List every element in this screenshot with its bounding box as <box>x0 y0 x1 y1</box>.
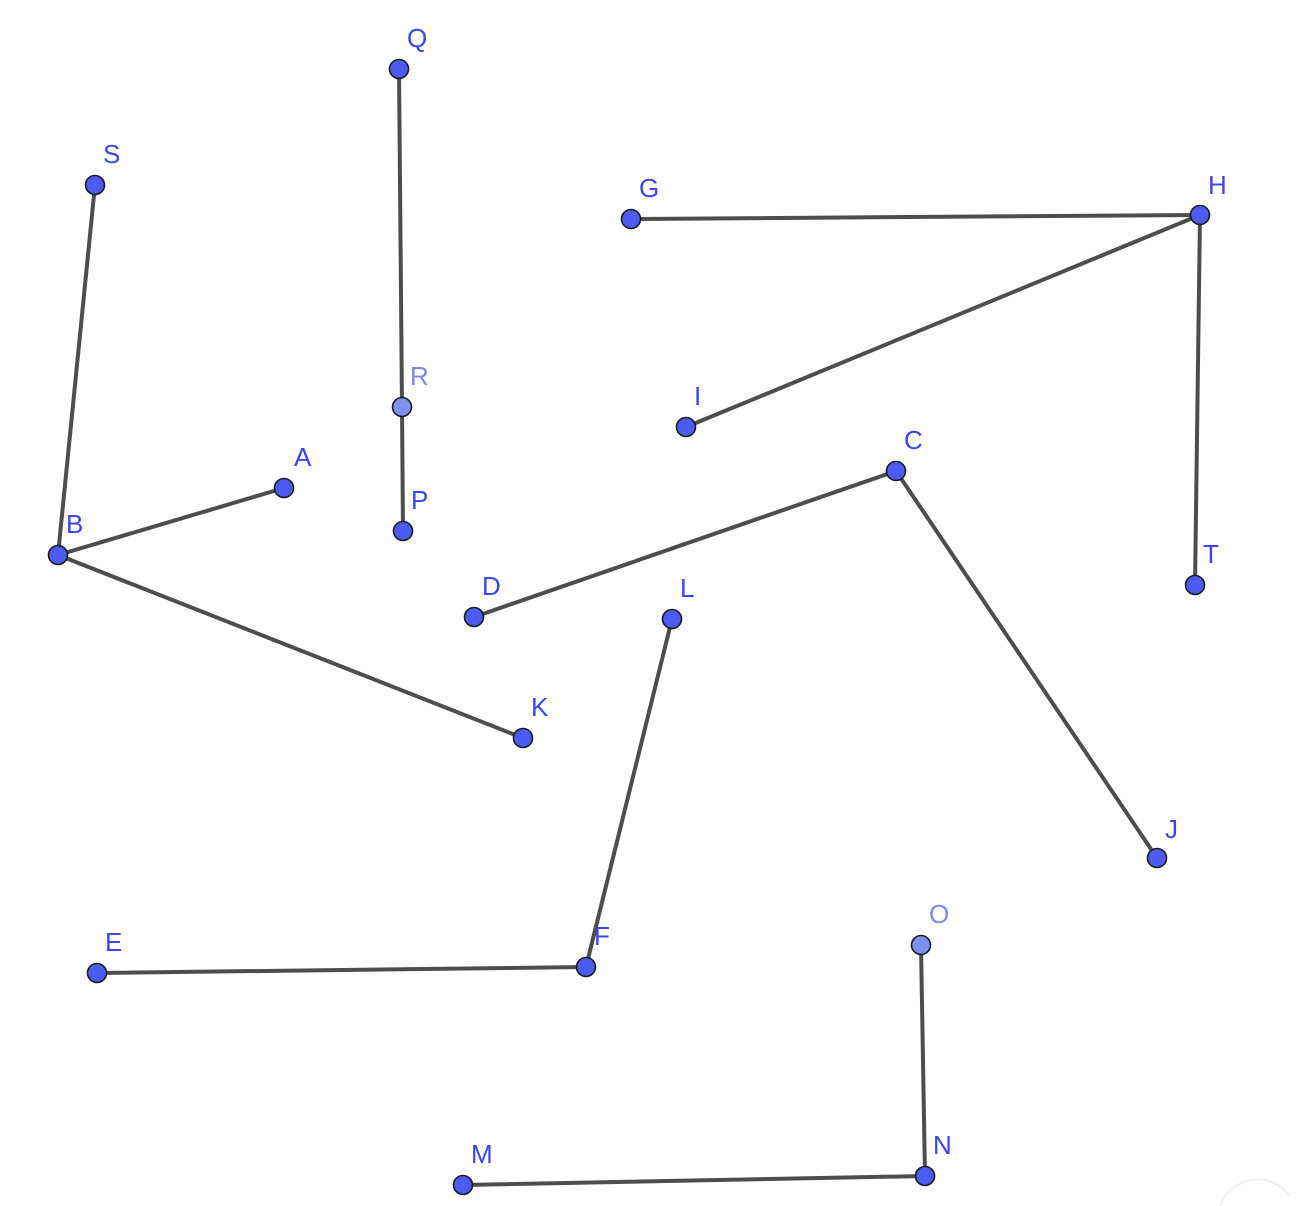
segment-cj[interactable] <box>894 469 1159 860</box>
segment-mn[interactable] <box>461 1174 927 1187</box>
segment-ba[interactable] <box>56 486 286 557</box>
segment-ht[interactable] <box>1193 213 1202 587</box>
point-h[interactable] <box>1189 204 1211 226</box>
point-t[interactable] <box>1184 574 1206 596</box>
point-label-i: I <box>694 381 701 411</box>
point-o[interactable] <box>910 934 932 956</box>
labels-layer: A B C D E F G H I J K L M N O P Q R S T <box>66 23 1227 1169</box>
segment-dc[interactable] <box>472 469 898 619</box>
point-label-r: R <box>410 361 429 391</box>
point-l[interactable] <box>661 608 683 630</box>
segment-gh[interactable] <box>629 213 1202 221</box>
corner-widget-edge <box>1219 1178 1291 1206</box>
point-s[interactable] <box>84 174 106 196</box>
point-n[interactable] <box>914 1165 936 1187</box>
point-e[interactable] <box>86 962 108 984</box>
point-i[interactable] <box>675 416 697 438</box>
point-label-t: T <box>1203 539 1219 569</box>
segment-sb[interactable] <box>56 183 97 557</box>
point-label-f: F <box>594 921 610 951</box>
point-label-l: L <box>680 573 694 603</box>
point-label-j: J <box>1165 814 1178 844</box>
segment-ef[interactable] <box>95 965 588 975</box>
segment-lf[interactable] <box>584 617 674 969</box>
point-c[interactable] <box>885 460 907 482</box>
point-label-h: H <box>1208 170 1227 200</box>
point-r[interactable] <box>391 396 413 418</box>
point-label-a: A <box>294 442 312 472</box>
point-b[interactable] <box>47 544 69 566</box>
point-label-e: E <box>105 927 122 957</box>
point-label-k: K <box>531 692 549 722</box>
point-label-o: O <box>929 899 949 929</box>
segment-on[interactable] <box>919 943 927 1178</box>
point-k[interactable] <box>512 727 534 749</box>
segment-bk[interactable] <box>56 553 525 740</box>
point-label-q: Q <box>407 23 427 53</box>
segments-layer <box>56 67 1202 1187</box>
point-q[interactable] <box>388 58 410 80</box>
point-j[interactable] <box>1146 847 1168 869</box>
segment-rp[interactable] <box>400 405 405 533</box>
point-label-m: M <box>471 1139 493 1169</box>
points-layer <box>47 58 1211 1196</box>
point-m[interactable] <box>452 1174 474 1196</box>
point-p[interactable] <box>392 520 414 542</box>
point-label-p: P <box>411 485 428 515</box>
point-a[interactable] <box>273 477 295 499</box>
point-label-g: G <box>639 173 659 203</box>
point-label-s: S <box>103 139 120 169</box>
point-label-n: N <box>933 1130 952 1160</box>
segment-hi[interactable] <box>684 213 1202 429</box>
point-label-c: C <box>904 425 923 455</box>
segment-qr[interactable] <box>397 67 404 409</box>
point-label-d: D <box>482 571 501 601</box>
point-g[interactable] <box>620 208 642 230</box>
point-f[interactable] <box>575 956 597 978</box>
point-label-b: B <box>66 509 83 539</box>
point-d[interactable] <box>463 606 485 628</box>
